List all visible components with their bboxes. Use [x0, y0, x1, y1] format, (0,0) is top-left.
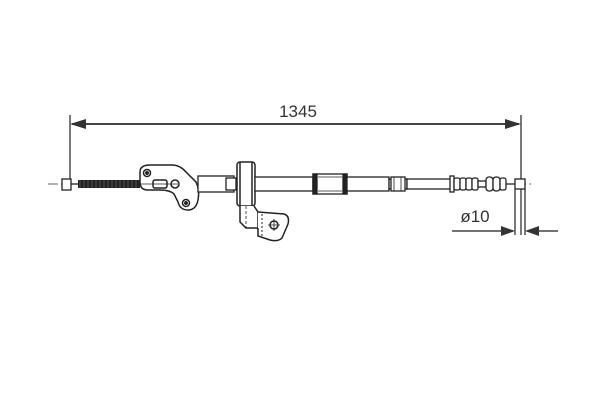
cable-sleeve — [197, 175, 237, 193]
right-end-fitting — [449, 175, 526, 193]
arrow-left-icon — [70, 119, 86, 129]
arrow-right-icon — [505, 119, 521, 129]
diameter-dimension: ø10 — [452, 189, 558, 236]
length-label: 1345 — [279, 102, 317, 121]
cable-housing — [254, 173, 452, 195]
diameter-label: ø10 — [460, 207, 489, 226]
arrow-left-icon — [525, 226, 539, 236]
length-dimension: 1345 — [69, 102, 522, 235]
mounting-bracket — [139, 164, 200, 211]
return-spring — [78, 180, 140, 188]
left-end-fitting — [61, 178, 78, 191]
grommet-clamp — [236, 161, 290, 242]
arrow-right-icon — [501, 226, 515, 236]
